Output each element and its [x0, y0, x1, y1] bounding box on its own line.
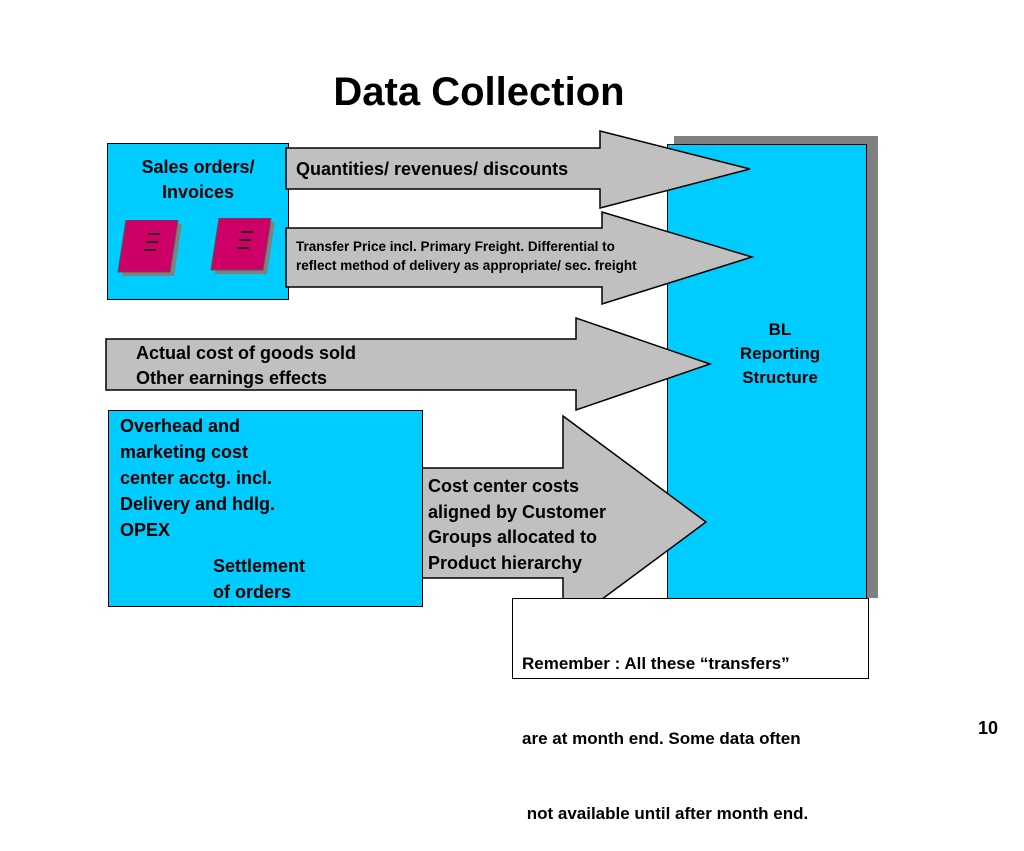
quantities-arrow — [285, 130, 751, 209]
actual-cost-label: Actual cost of goods sold Other earnings… — [136, 343, 357, 388]
document-icon — [117, 220, 182, 276]
reporting-structure-label: BL Reporting Structure — [739, 320, 821, 387]
actual-cost-arrow — [105, 316, 713, 412]
arrows-layer — [105, 130, 755, 630]
overhead-label: Overhead and marketing cost center acctg… — [120, 416, 276, 540]
note-text: Remember : All these “transfers” are at … — [522, 654, 809, 823]
document-icon — [210, 218, 275, 274]
settlement-label: Settlement of orders — [213, 556, 306, 602]
page-number: 10 — [978, 718, 999, 738]
overhead-box — [108, 410, 423, 607]
cost-center-arrow — [417, 414, 708, 630]
transfer-price-label: Transfer Price incl. Primary Freight. Di… — [296, 239, 637, 273]
sales-orders-label: Sales orders/ Invoices — [141, 157, 255, 202]
transfer-price-arrow — [285, 210, 755, 306]
quantities-label: Quantities/ revenues/ discounts — [296, 159, 569, 179]
note-box — [512, 598, 869, 679]
slide-title: Data Collection — [333, 70, 625, 114]
cost-center-label: Cost center costs aligned by Customer Gr… — [428, 476, 607, 573]
